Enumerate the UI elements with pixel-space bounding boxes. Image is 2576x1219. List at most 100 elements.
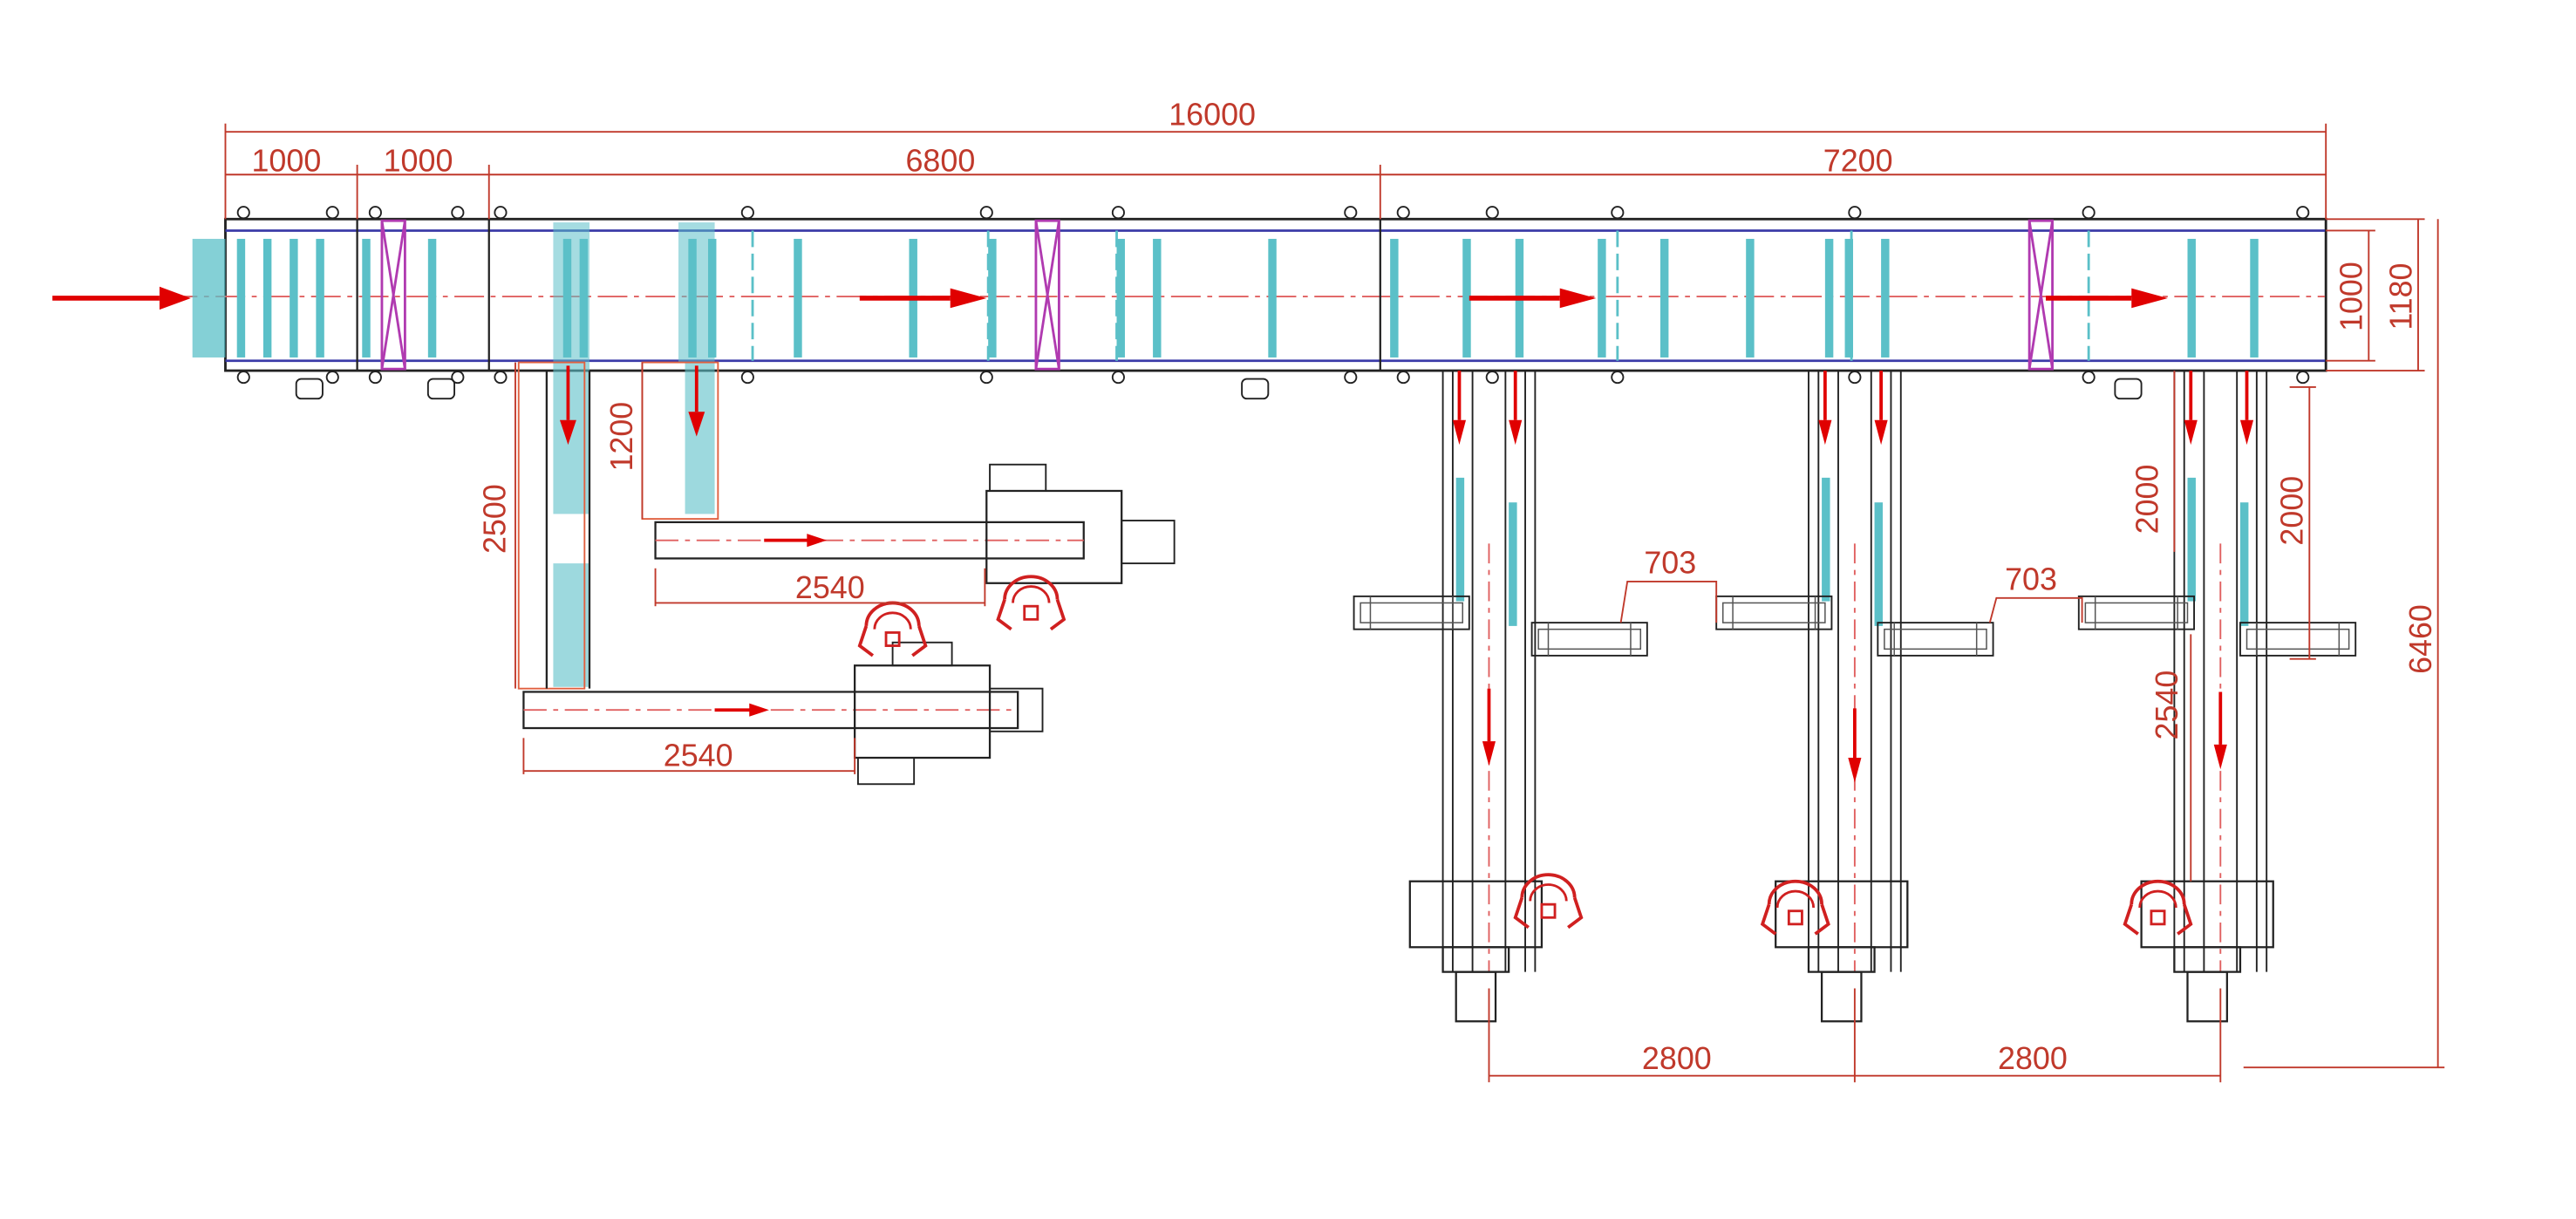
bolt [2296, 206, 2310, 220]
dim-conveyor-lower: 2540 [664, 738, 733, 773]
bolt [368, 371, 382, 385]
bolt [740, 206, 754, 220]
dim-seg-3: 6800 [905, 143, 975, 178]
dimension-labels: 16000 1000 1000 6800 7200 1000 1180 6460… [251, 98, 2438, 1077]
station [2077, 595, 2195, 630]
bolt [1485, 206, 1499, 220]
bolt [494, 206, 508, 220]
roller [290, 238, 298, 358]
bolt [1848, 206, 1862, 220]
roller [316, 238, 324, 358]
dim-pitch-2: 2800 [1998, 1041, 2068, 1076]
dim-seg-4: 7200 [1823, 143, 1893, 178]
roller [1659, 238, 1669, 358]
bolt [2082, 206, 2096, 220]
roller [362, 238, 371, 358]
roller [427, 238, 437, 358]
vertical-line-unit [1715, 371, 1994, 1023]
dim-conveyor-upper: 2540 [795, 570, 865, 605]
bolt [1396, 371, 1410, 385]
conveyor-bolts [236, 206, 2310, 400]
bolt [325, 206, 339, 220]
roller [1844, 238, 1853, 358]
roller [794, 238, 802, 358]
bolt [979, 206, 993, 220]
bolt [740, 371, 754, 385]
roller [1824, 238, 1834, 358]
roller [1509, 502, 1517, 626]
bolt [979, 371, 993, 385]
bolt [2296, 371, 2310, 385]
dim-branch-short: 1200 [604, 402, 639, 472]
bolt [451, 206, 465, 220]
bolt [1611, 371, 1625, 385]
dim-seg-1: 1000 [251, 143, 321, 178]
bolt [1111, 206, 1125, 220]
roller [988, 238, 997, 358]
vertical-line-unit [1353, 371, 1648, 1023]
dim-pitch-1: 2800 [1642, 1041, 1712, 1076]
roller [2250, 238, 2259, 358]
station [1530, 622, 1648, 657]
dim-width-inner: 1000 [2334, 262, 2369, 331]
dim-width-outer: 1180 [2383, 262, 2418, 330]
bolt [494, 371, 508, 385]
motor [295, 378, 324, 400]
left-branch-long [517, 222, 1044, 786]
robot-base [1775, 880, 1909, 1023]
bolt [1344, 206, 1358, 220]
bolt [451, 371, 465, 385]
roller [1390, 238, 1399, 358]
roller [1822, 477, 1830, 602]
bolt [1848, 371, 1862, 385]
roller [236, 238, 246, 358]
station [1877, 622, 1994, 657]
roller [2187, 477, 2196, 602]
bolt [1111, 371, 1125, 385]
vertical-lines [1353, 371, 2357, 1023]
vertical-line-unit [2077, 371, 2357, 1023]
left-branch-short [641, 222, 1176, 584]
bolt [236, 371, 250, 385]
bolt [2082, 371, 2096, 385]
bolt [236, 206, 250, 220]
dim-total-height: 6460 [2403, 604, 2438, 674]
bolt [1485, 371, 1499, 385]
dim-branch-long: 2500 [478, 484, 513, 554]
roller-group [236, 230, 2259, 361]
dim-total-length: 16000 [1169, 98, 1256, 133]
main-conveyor [167, 217, 2327, 372]
roller [1153, 238, 1162, 358]
roller [1462, 238, 1471, 358]
roller [1455, 477, 1465, 602]
roller [1746, 238, 1755, 358]
bolt [1396, 206, 1410, 220]
motor [426, 378, 456, 400]
roller [1268, 238, 1277, 358]
divider-gates [380, 219, 2055, 371]
roller [1598, 238, 1606, 358]
roller [1116, 238, 1125, 358]
dim-drop-1: 2000 [2130, 465, 2164, 535]
bolt [368, 206, 382, 220]
dim-drop-2: 2000 [2275, 476, 2310, 546]
roller [1881, 238, 1890, 358]
bolt [1344, 371, 1358, 385]
dim-arm: 2540 [2150, 671, 2184, 740]
dimension-lines [224, 123, 2445, 1083]
bolt [325, 371, 339, 385]
station [1715, 595, 1833, 630]
dim-seg-2: 1000 [384, 143, 453, 178]
roller [2239, 502, 2249, 626]
motor [1241, 378, 1270, 400]
bolt [1611, 206, 1625, 220]
flow-arrow-icon [52, 286, 2254, 783]
dim-gap-1: 703 [1644, 545, 1696, 580]
roller [1874, 502, 1883, 626]
motor [2114, 378, 2143, 400]
robot-base [2140, 880, 2274, 1023]
dim-gap-2: 703 [2005, 562, 2057, 596]
roller [2187, 238, 2196, 358]
roller [262, 238, 272, 358]
